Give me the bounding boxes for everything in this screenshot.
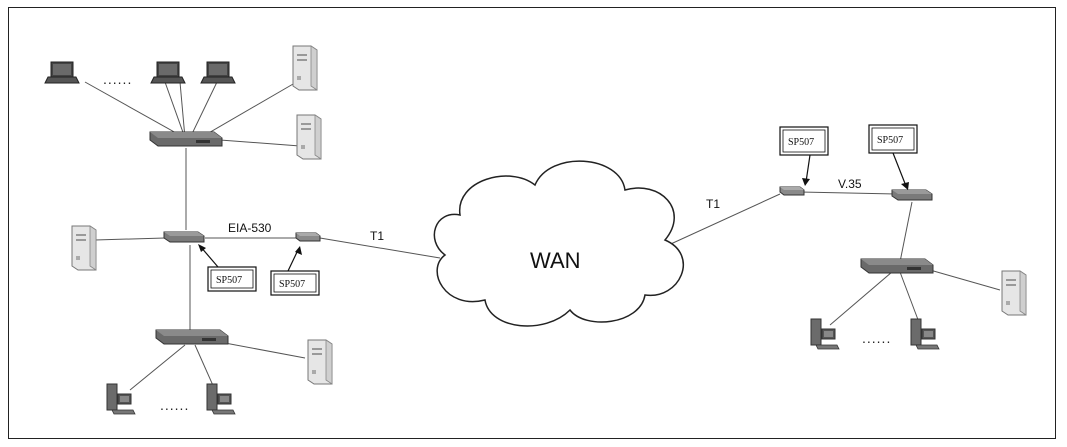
arrow (805, 154, 811, 183)
v35-label: V.35 (838, 177, 862, 191)
server-icon (71, 225, 97, 271)
router-icon (163, 231, 205, 243)
diagram-frame (8, 7, 1056, 439)
svg-text:SP507: SP507 (216, 275, 242, 286)
wan-cloud (433, 160, 684, 327)
t1-right-label: T1 (706, 197, 720, 211)
server-icon (307, 339, 333, 385)
arrow-head (901, 182, 909, 190)
t1-left-label: T1 (370, 229, 384, 243)
svg-text:SP507: SP507 (279, 279, 305, 290)
server-icon (1001, 270, 1027, 316)
svg-text:SP507: SP507 (877, 135, 903, 146)
modem-icon (295, 232, 321, 242)
arrow (892, 152, 907, 187)
ellipsis-bottom-right: ...... (862, 330, 891, 346)
pc-icon (206, 383, 236, 415)
modem-icon (779, 186, 805, 196)
laptop-icon (44, 61, 80, 84)
server-icon (296, 114, 322, 160)
pc-icon (810, 318, 840, 350)
pc-icon (910, 318, 940, 350)
laptop-icon (150, 61, 186, 84)
svg-text:SP507: SP507 (788, 137, 814, 148)
hub-icon (155, 329, 229, 345)
laptop-icon (200, 61, 236, 84)
sp507-tag-left-modem: SP507 (270, 270, 320, 296)
arrow (287, 249, 299, 272)
link-lines (84, 79, 1001, 391)
hub-icon (860, 258, 934, 274)
arrow-head (802, 178, 810, 186)
sp507-tag-right-router: SP507 (868, 124, 918, 154)
pc-icon (106, 383, 136, 415)
ellipsis-bottom-left: ...... (160, 397, 189, 413)
wan-label: WAN (530, 248, 581, 273)
sp507-tag-left-router: SP507 (207, 266, 257, 292)
hub-icon (149, 131, 223, 147)
ellipsis-top: ...... (103, 71, 132, 87)
sp507-tag-right-modem: SP507 (779, 126, 829, 156)
arrow-head (198, 244, 206, 252)
arrow-head (295, 246, 302, 255)
router-icon (891, 189, 933, 201)
eia530-label: EIA-530 (228, 221, 272, 235)
server-icon (292, 45, 318, 91)
